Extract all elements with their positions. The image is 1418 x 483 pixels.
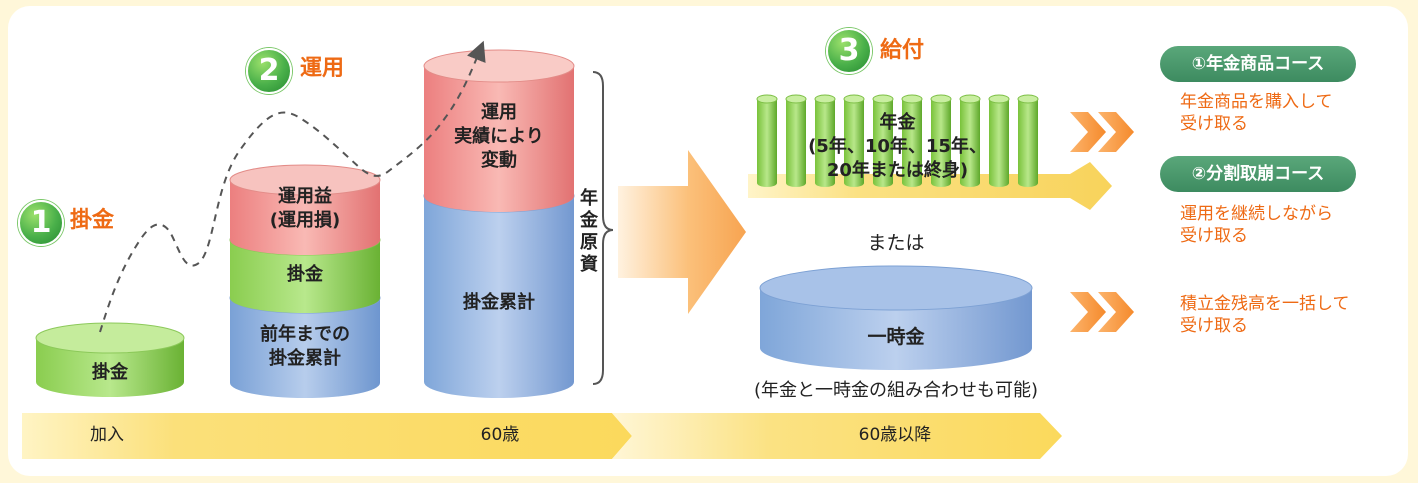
step-3-badge: 3: [826, 28, 872, 74]
fund-label-char-1: 年: [580, 188, 598, 209]
step-3-label: 給付: [880, 38, 925, 63]
performance-label-line2: 実績により: [454, 126, 544, 147]
pension-sticks: [756, 94, 1039, 187]
cylinder-initial: [35, 322, 185, 397]
prior-contributions-label-line2: 掛金累計: [269, 348, 341, 369]
course-2-pill: ②分割取崩コース: [1160, 156, 1356, 192]
step-2-label: 運用: [300, 56, 345, 81]
lump-sum-desc-line1: 積立金残高を一括して: [1180, 294, 1350, 314]
prior-contributions-label-line1: 前年までの: [260, 324, 350, 345]
timeline-segment-2: [612, 413, 1062, 459]
growth-dashed-arrow: [99, 40, 486, 333]
timeline-join-label: 加入: [90, 425, 124, 445]
timeline-segment-1: [22, 413, 632, 459]
performance-label-line1: 運用: [481, 102, 517, 123]
contribution-label: 掛金: [287, 264, 323, 285]
step-2-badge: 2: [246, 48, 292, 94]
fund-bracket: [592, 71, 614, 385]
double-chevron-icon: [1070, 292, 1134, 332]
step-1-label: 掛金: [70, 208, 115, 233]
step-1-badge: 1: [18, 200, 64, 246]
lump-sum-label: 一時金: [867, 326, 925, 348]
lump-sum-desc-line2: 受け取る: [1180, 316, 1248, 336]
fund-label-char-4: 資: [580, 254, 598, 275]
timeline-age-60-label: 60歳: [480, 425, 520, 445]
timeline-bar: [22, 413, 1062, 459]
pension-label-line3: 20年または終身): [826, 160, 969, 181]
timeline-after-60-label: 60歳以降: [858, 425, 932, 445]
fund-label-char-2: 金: [580, 210, 598, 231]
cylinder-column-2: [229, 164, 381, 398]
initial-cylinder-label: 掛金: [92, 362, 128, 383]
double-chevron-icon: [1070, 112, 1134, 152]
combination-note: (年金と一時金の組み合わせも可能): [753, 380, 1039, 401]
course-2-desc-line1: 運用を継続しながら: [1180, 204, 1333, 224]
big-arrow: [618, 150, 746, 314]
course-2-desc-line2: 受け取る: [1180, 226, 1248, 246]
performance-label-line3: 変動: [481, 150, 517, 171]
or-text: または: [867, 232, 925, 254]
investment-gain-label-line1: 運用益: [278, 186, 332, 207]
course-1-pill: ①年金商品コース: [1160, 46, 1356, 82]
course-1-desc-line1: 年金商品を購入して: [1180, 92, 1333, 112]
course-1-desc-line2: 受け取る: [1180, 114, 1248, 134]
fund-label-char-3: 原: [580, 232, 598, 253]
investment-gain-label-line2: (運用損): [269, 210, 341, 231]
pension-label-line1: 年金: [879, 112, 916, 133]
total-contributions-label: 掛金累計: [463, 292, 535, 313]
pension-label-line2: (5年、10年、15年、: [808, 136, 987, 157]
cylinder-lump-sum: [759, 265, 1033, 370]
cylinder-column-3: [423, 49, 575, 398]
